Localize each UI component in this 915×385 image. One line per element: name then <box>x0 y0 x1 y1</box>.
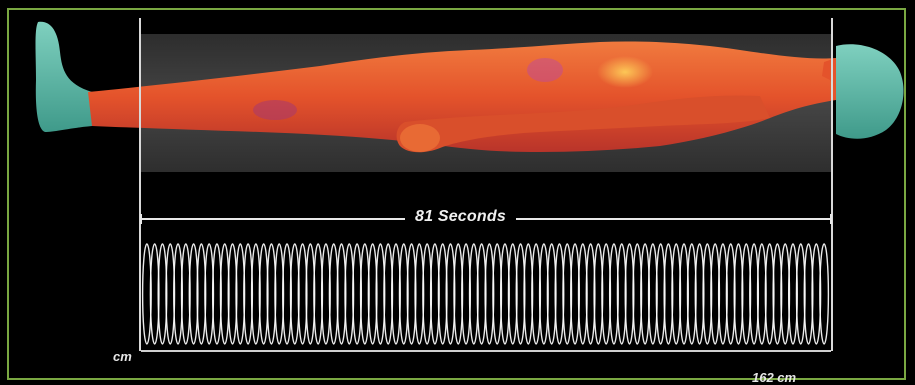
axis-unit-left: cm <box>113 349 132 364</box>
head-shape <box>836 44 904 138</box>
scan-duration-label: 81 Seconds <box>405 208 516 226</box>
helical-coil <box>133 241 838 347</box>
chest-highlight <box>597 56 653 88</box>
timeline-end-tick <box>830 214 832 224</box>
length-axis <box>141 350 831 352</box>
hip-highlight <box>527 58 563 82</box>
hand-shape <box>400 124 440 152</box>
knee-highlight <box>253 100 297 120</box>
timeline-start-tick <box>140 214 142 224</box>
